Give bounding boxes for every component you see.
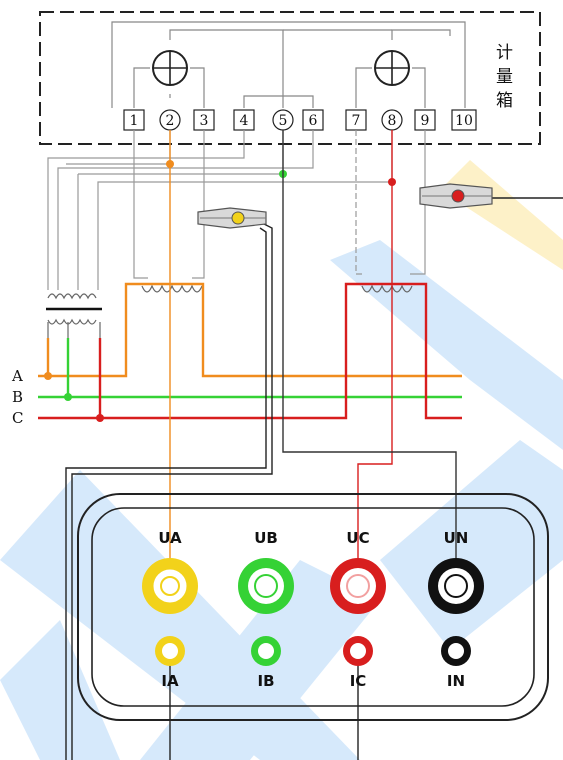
jack-label-ub: UB — [254, 529, 278, 547]
phase-label-c: C — [12, 409, 23, 427]
terminal-5: 5 — [272, 109, 294, 131]
terminal-10: 10 — [451, 109, 477, 131]
jack-label-ia: IA — [161, 672, 179, 690]
jack-label-ic: IC — [350, 672, 367, 690]
meter-box — [39, 11, 541, 145]
terminal-9-label: 9 — [421, 113, 430, 129]
terminal-10-label: 10 — [455, 113, 473, 129]
phase-c-primary — [38, 282, 462, 420]
current-jack-ic[interactable] — [343, 636, 373, 666]
jack-label-uc: UC — [346, 529, 369, 547]
junction-dots — [44, 160, 396, 422]
test-lead-un — [282, 130, 457, 586]
voltage-transformer — [46, 293, 102, 338]
phase-label-a: A — [11, 367, 23, 385]
current-clamp-a-icon[interactable] — [197, 207, 267, 229]
current-transformer-a — [141, 284, 203, 293]
phase-label-b: B — [12, 388, 23, 406]
terminal-7: 7 — [345, 109, 367, 131]
current-jack-ia[interactable] — [155, 636, 185, 666]
terminal-6: 6 — [302, 109, 324, 131]
terminal-8: 8 — [381, 109, 403, 131]
jack-label-in: IN — [447, 672, 465, 690]
clamp-lead-a — [65, 221, 273, 760]
current-jack-ib[interactable] — [251, 636, 281, 666]
meter-box-title-1: 计 — [496, 43, 513, 63]
watermark-background — [0, 160, 563, 760]
terminal-4: 4 — [233, 109, 255, 131]
terminal-3-label: 3 — [200, 113, 209, 129]
terminal-6-label: 6 — [309, 113, 318, 129]
voltage-jack-un[interactable] — [428, 558, 484, 614]
terminal-3: 3 — [193, 109, 215, 131]
terminal-1-label: 1 — [130, 113, 139, 129]
current-clamp-c-icon[interactable] — [419, 183, 493, 209]
jack-label-ib: IB — [257, 672, 274, 690]
terminal-2: 2 — [159, 109, 181, 131]
phase-b-primary — [38, 338, 462, 399]
voltage-jack-ua[interactable] — [142, 558, 198, 614]
jack-label-ua: UA — [158, 529, 182, 547]
voltage-jack-uc[interactable] — [330, 558, 386, 614]
terminal-2-label: 2 — [166, 113, 175, 129]
instrument-panel — [77, 493, 549, 721]
current-jack-in[interactable] — [441, 636, 471, 666]
jack-label-un: UN — [444, 529, 469, 547]
voltage-jack-ub[interactable] — [238, 558, 294, 614]
meter-box-title-3: 箱 — [496, 91, 513, 111]
terminal-9: 9 — [414, 109, 436, 131]
terminal-7-label: 7 — [352, 113, 361, 129]
phase-a-primary — [38, 282, 462, 378]
current-transformer-c — [361, 284, 413, 293]
terminal-5-label: 5 — [279, 113, 288, 129]
terminal-4-label: 4 — [240, 113, 249, 129]
terminal-1: 1 — [123, 109, 145, 131]
meter-box-title-2: 量 — [496, 67, 513, 87]
test-lead-uc — [357, 130, 393, 586]
terminal-8-label: 8 — [388, 113, 397, 129]
